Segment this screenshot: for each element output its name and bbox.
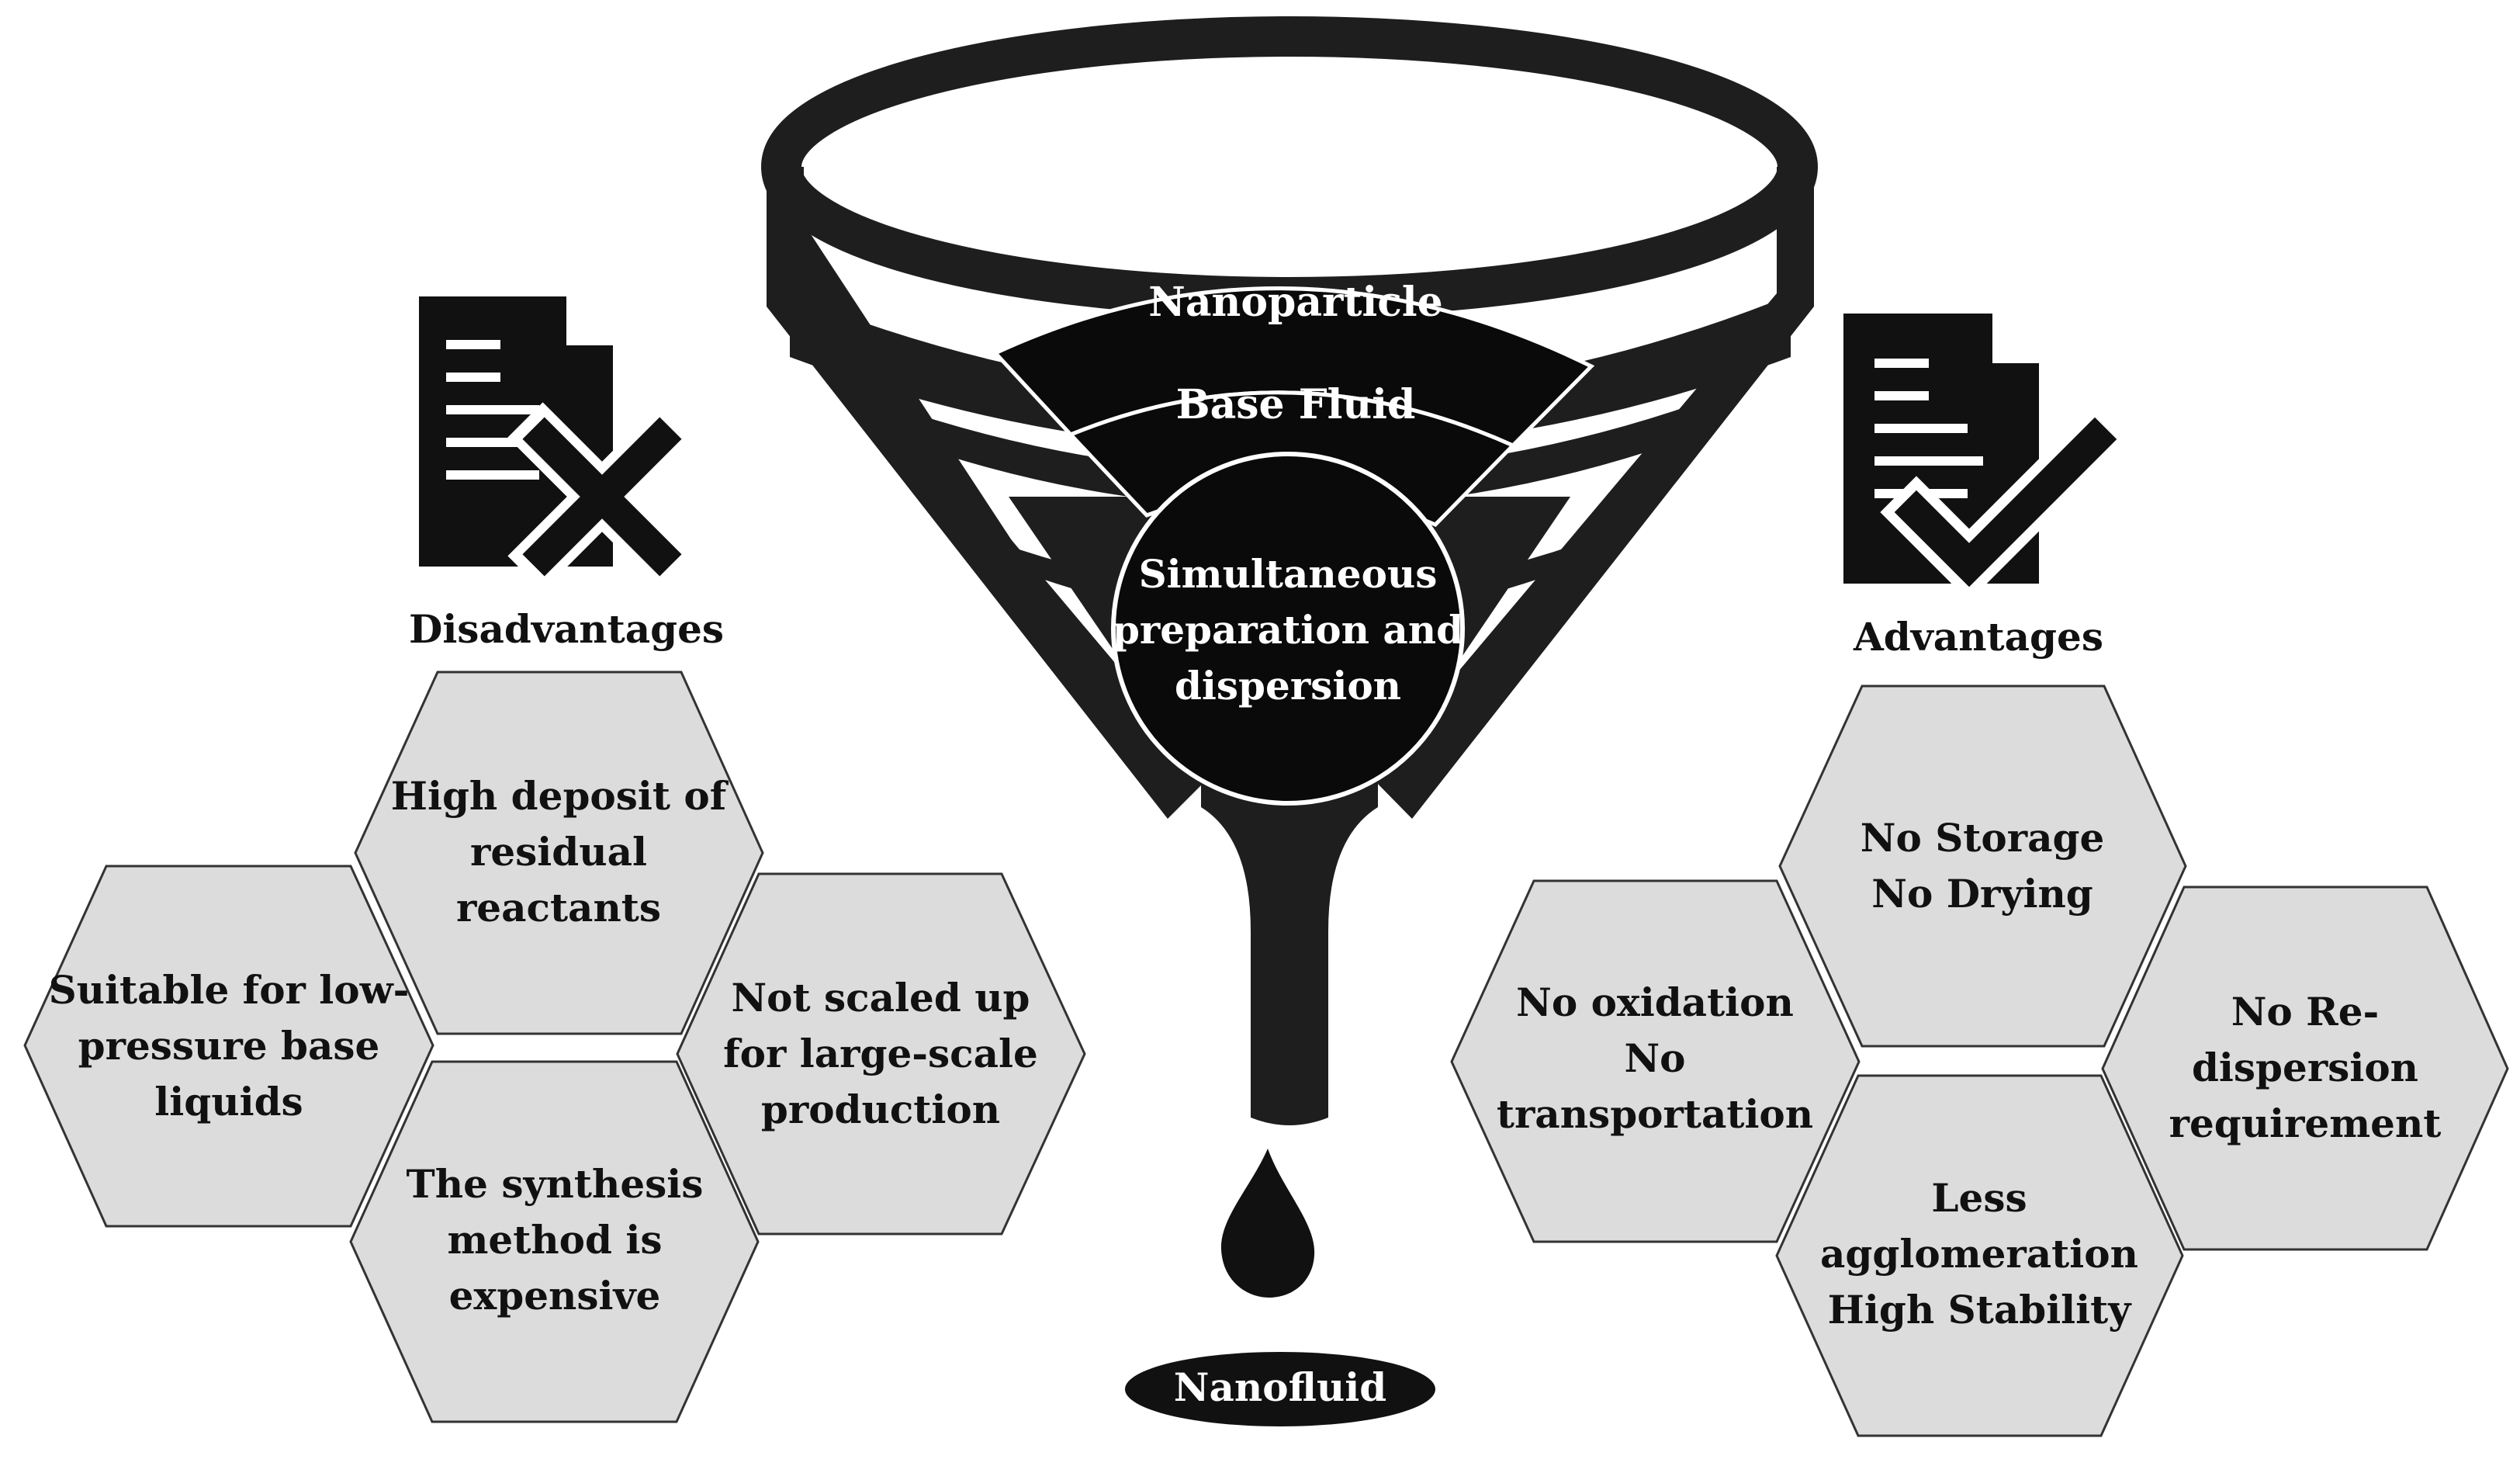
- hexagon-synthesis: [349, 1060, 760, 1423]
- funnel-wall-right: [1370, 167, 1814, 819]
- disadvantage-item-not-scaled: Not scaled up for large-scale production: [723, 975, 1038, 1132]
- advantage-item-redispersion: No Re- dispersion requirement: [2169, 989, 2442, 1146]
- nanofluid-label: Nanofluid: [1173, 1364, 1387, 1410]
- hexagon-agglomeration: [1775, 1074, 2184, 1437]
- disadvantage-item-synthesis: The synthesis method is expensive: [406, 1161, 704, 1319]
- base-fluid-label: Base Fluid: [1175, 381, 1416, 428]
- hexagon-oxidation: [1450, 879, 1861, 1243]
- advantage-item-agglomeration: Less agglomeration High Stability: [1820, 1175, 2138, 1333]
- hexagon-not-scaled: [676, 872, 1086, 1236]
- advantage-item-oxidation: No oxidation No transportation: [1496, 979, 1814, 1137]
- hexagon-redispersion: [2101, 885, 2509, 1251]
- funnel-stem: [1201, 761, 1378, 1125]
- advantage-item-storage: No Storage No Drying: [1860, 815, 2105, 917]
- core-circle: [1111, 452, 1465, 806]
- disadvantage-item-low-pressure: Suitable for low- pressure base liquids: [48, 967, 410, 1125]
- disadvantage-item-deposit: High deposit of residual reactants: [390, 773, 727, 931]
- hexagon-storage: [1778, 684, 2187, 1048]
- nanoparticle-label: Nanoparticle: [1148, 279, 1443, 326]
- hexagon-low-pressure: [23, 865, 434, 1228]
- droplet-icon: [1220, 1149, 1315, 1298]
- disadvantages-heading: Disadvantages: [408, 606, 725, 652]
- document-cross-icon: [419, 296, 697, 591]
- hexagon-deposit: [354, 671, 764, 1035]
- core-label: Simultaneous preparation and dispersion: [1112, 551, 1464, 709]
- document-check-icon: [1843, 314, 2131, 601]
- advantages-heading: Advantages: [1854, 614, 2103, 660]
- nanofluid-ellipse: [1125, 1352, 1435, 1426]
